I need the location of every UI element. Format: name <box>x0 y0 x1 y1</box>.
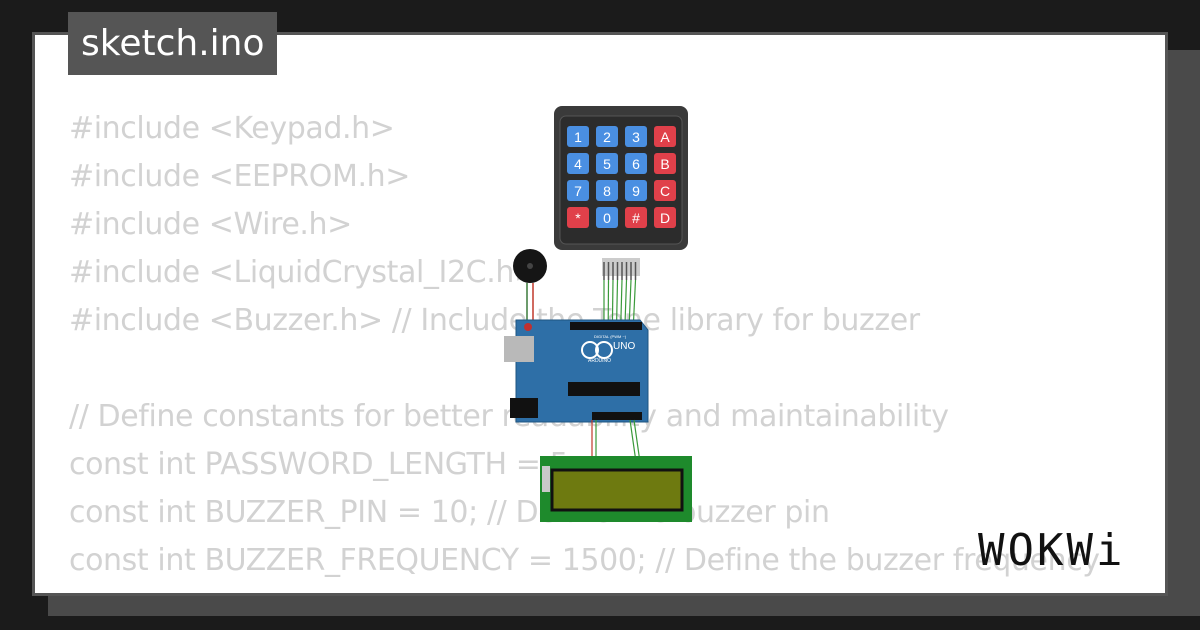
keypad-key-label: 1 <box>574 129 582 145</box>
keypad-wire <box>616 279 619 325</box>
arduino-brand-label: ARDUINO <box>588 358 611 364</box>
keypad-key-label: 3 <box>632 129 640 145</box>
keypad-key-label: 8 <box>603 183 611 199</box>
code-line: const int PASSWORD_LENGTH = 5; <box>69 447 579 482</box>
code-line: // Define constants for better readabili… <box>69 399 949 434</box>
keypad-key[interactable] <box>567 153 589 174</box>
keypad-wire <box>620 279 623 325</box>
code-line: #include <EEPROM.h> <box>69 159 410 194</box>
keypad-key-label: A <box>660 129 670 145</box>
keypad-key-label: 2 <box>603 129 611 145</box>
file-title-tab: sketch.ino <box>68 12 278 75</box>
buzzer <box>513 249 547 322</box>
keypad-key[interactable] <box>654 153 676 174</box>
keypad-wire <box>624 279 628 325</box>
wokwi-logo: WOKWi <box>978 525 1126 576</box>
keypad-key[interactable] <box>654 180 676 201</box>
arduino-logo-icon <box>581 341 599 359</box>
keypad-key-label: 5 <box>603 156 611 172</box>
code-line: const int BUZZER_PIN = 10; // Define the… <box>69 495 830 530</box>
lcd-display <box>540 456 692 522</box>
usb-port <box>504 336 534 362</box>
keypad-key[interactable] <box>596 207 618 228</box>
code-line: const int MAX_WRONG_ATTEMPTS = 5; // Max… <box>69 585 1100 593</box>
keypad-key[interactable] <box>625 126 647 147</box>
keypad-wire <box>628 279 632 325</box>
keypad-pins <box>603 262 637 280</box>
keypad-wires <box>603 279 637 325</box>
keypad-key[interactable] <box>567 126 589 147</box>
keypad-keys: 1 2 3 A 4 5 6 B 7 8 9 C * 0 # D <box>567 126 676 228</box>
keypad-wire <box>632 279 637 325</box>
keypad-key[interactable] <box>596 153 618 174</box>
keypad-key-label: 7 <box>574 183 582 199</box>
code-listing: #include <Keypad.h> #include <EEPROM.h> #i… <box>69 105 1100 593</box>
keypad-key-label: 9 <box>632 183 640 199</box>
keypad-key[interactable] <box>567 180 589 201</box>
power-jack <box>510 398 538 418</box>
uno-label: UNO <box>613 341 635 352</box>
digital-header-label: DIGITAL (PWM ~) <box>594 334 627 339</box>
keypad-key[interactable] <box>596 126 618 147</box>
keypad-key[interactable] <box>567 207 589 228</box>
code-line: #include <Keypad.h> <box>69 111 395 146</box>
code-line: #include <Wire.h> <box>69 207 352 242</box>
keypad: 1 2 3 A 4 5 6 B 7 8 9 C * 0 # D <box>554 106 688 280</box>
keypad-key-label: 6 <box>632 156 640 172</box>
keypad-key-label: D <box>660 210 670 226</box>
keypad-key-label: B <box>660 156 669 172</box>
keypad-key[interactable] <box>625 153 647 174</box>
keypad-key[interactable] <box>596 180 618 201</box>
keypad-key-label: * <box>575 210 581 226</box>
keypad-key-label: C <box>660 183 670 199</box>
keypad-wire <box>611 279 614 325</box>
keypad-key[interactable] <box>654 126 676 147</box>
code-line: const int BUZZER_FREQUENCY = 1500; // De… <box>69 543 1100 578</box>
lcd-screen <box>550 468 684 512</box>
keypad-key[interactable] <box>625 180 647 201</box>
keypad-key-label: # <box>632 210 640 226</box>
reset-button <box>524 323 532 331</box>
keypad-key[interactable] <box>625 207 647 228</box>
keypad-key[interactable] <box>654 207 676 228</box>
code-line: #include <LiquidCrystal_I2C.h> <box>69 255 539 290</box>
keypad-key-label: 4 <box>574 156 582 172</box>
arduino-uno-board: UNO ARDUINO DIGITAL (PWM ~) <box>504 319 649 423</box>
atmega-chip <box>568 382 640 396</box>
keypad-key-label: 0 <box>603 210 611 226</box>
